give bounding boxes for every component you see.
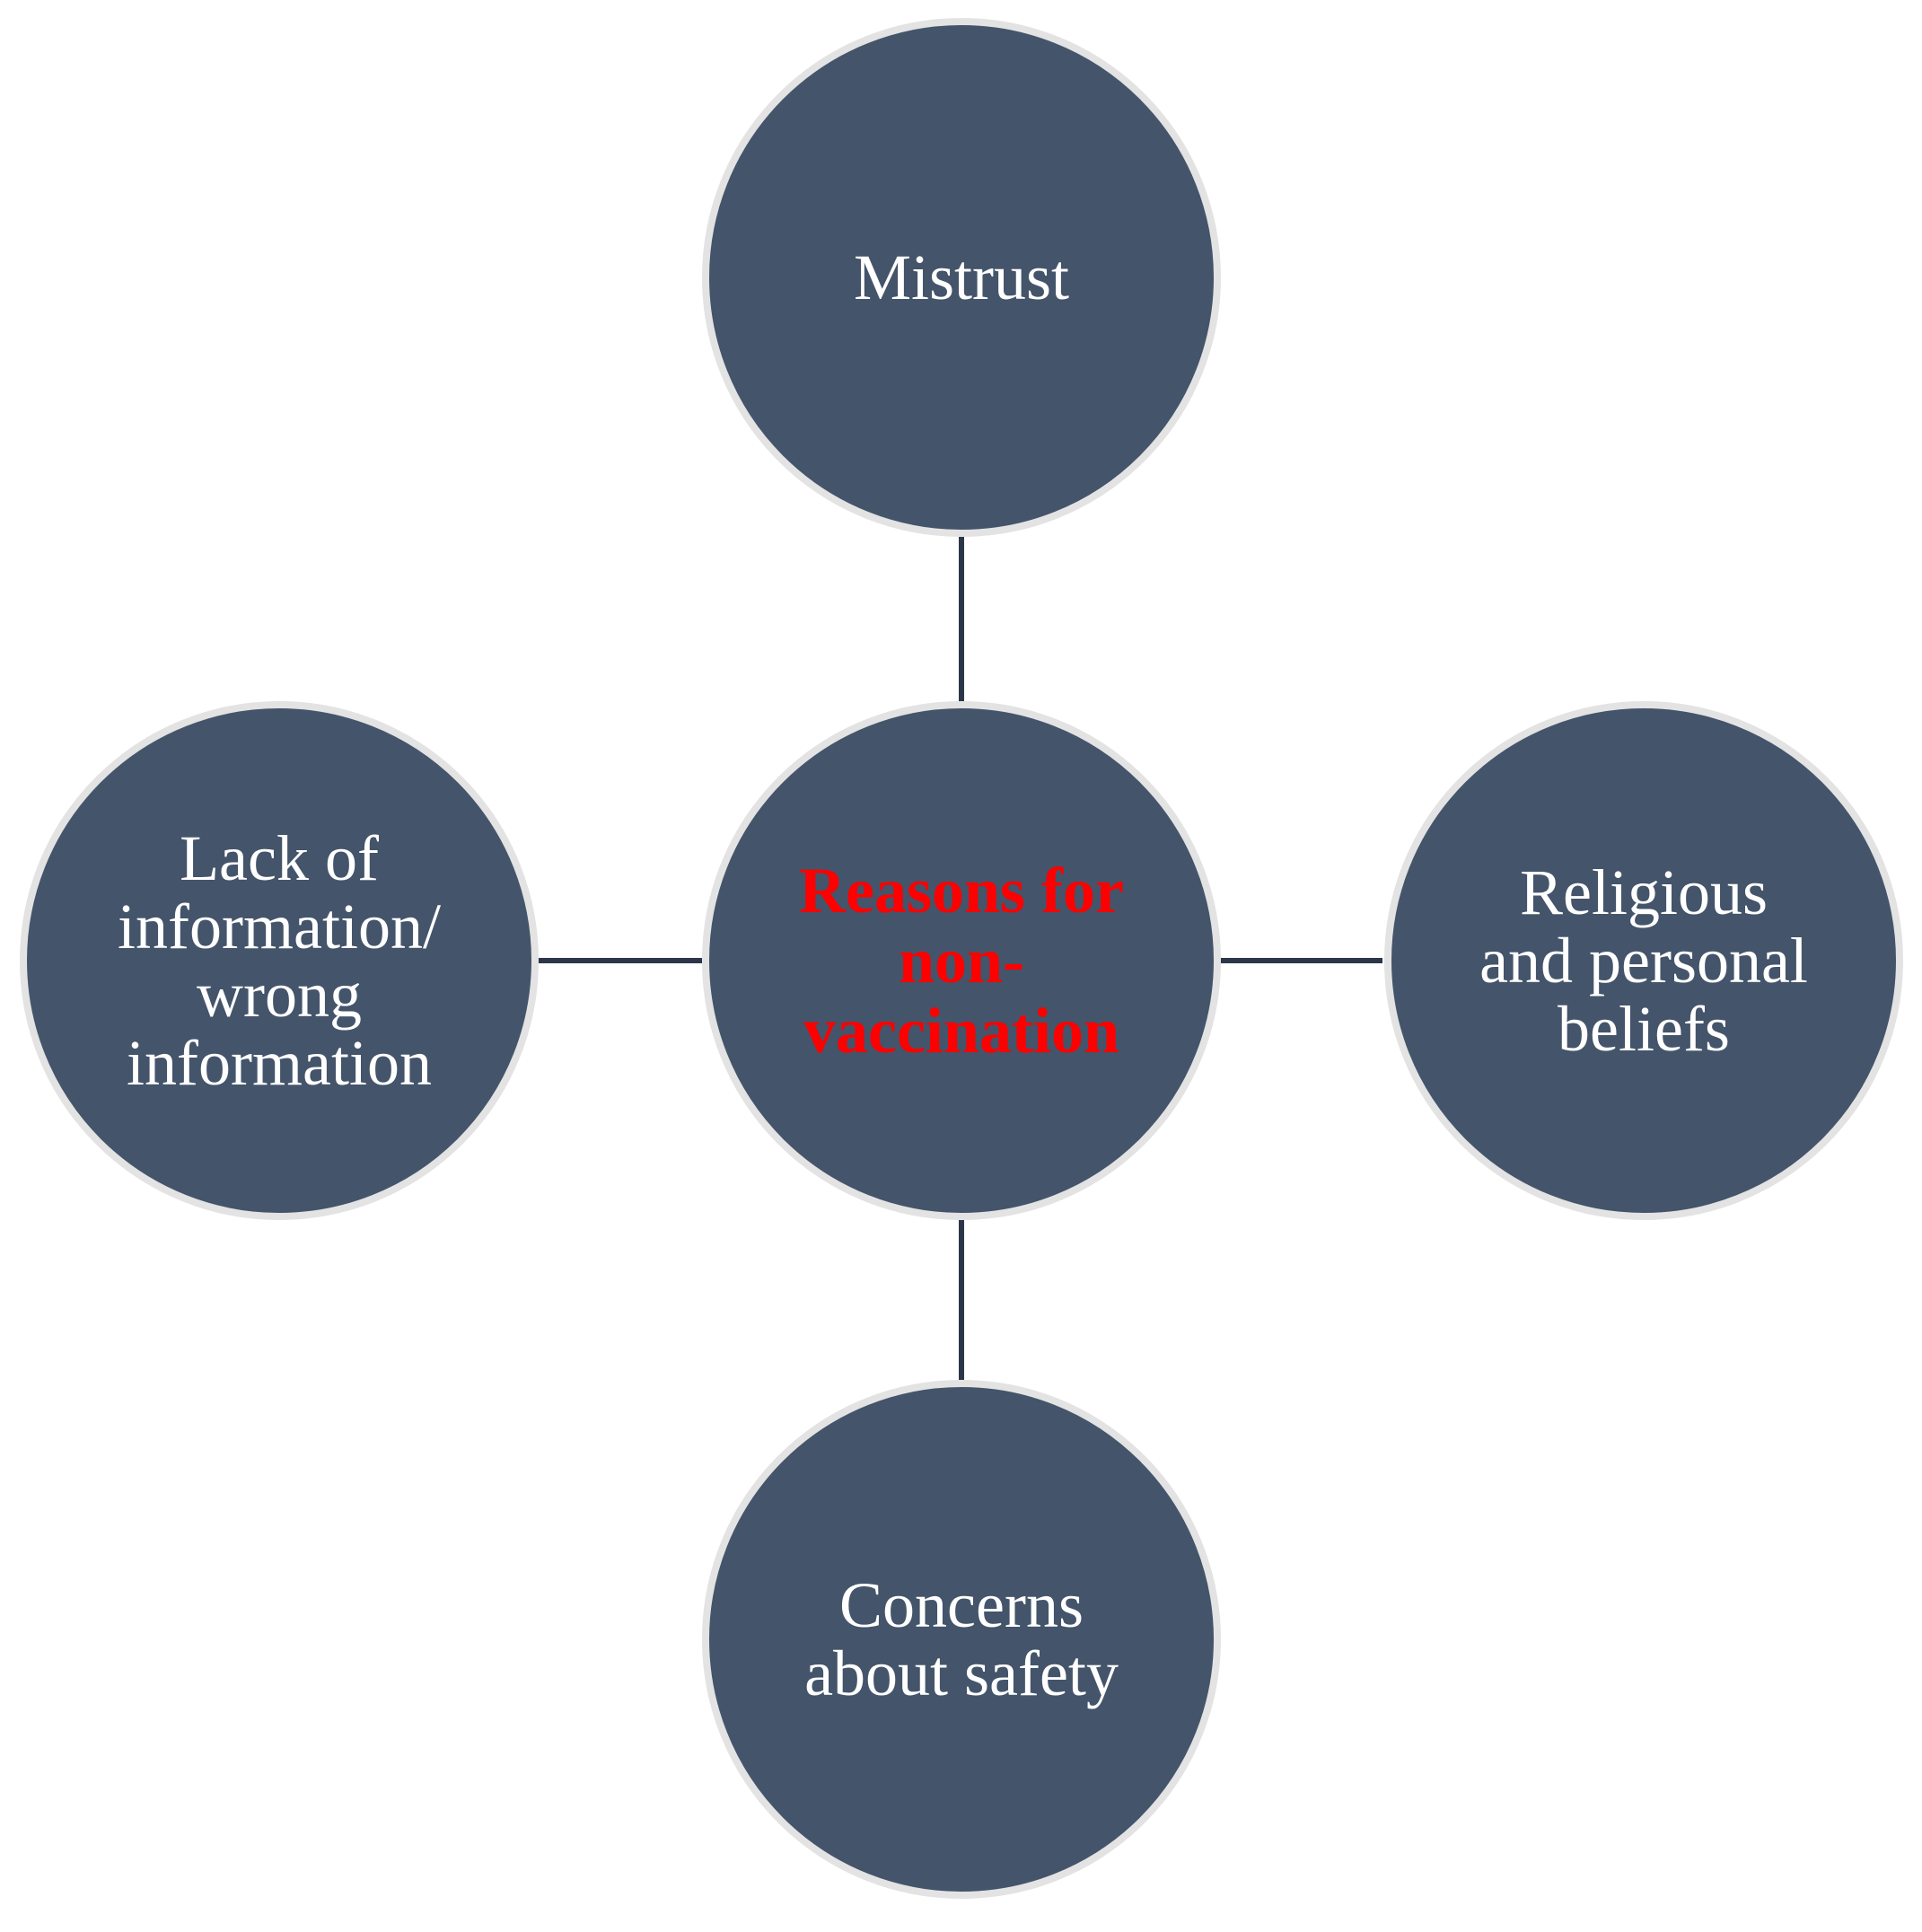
node-bottom-label: Concerns about safety (804, 1569, 1119, 1709)
node-right-label: Religious and personal beliefs (1479, 856, 1808, 1065)
node-center-reasons: Reasons for non- vaccination (702, 701, 1221, 1220)
node-top-label: Mistrust (853, 242, 1070, 313)
node-bottom-safety-concerns: Concerns about safety (702, 1380, 1221, 1899)
node-top-mistrust: Mistrust (702, 18, 1221, 537)
node-right-religious-beliefs: Religious and personal beliefs (1384, 701, 1903, 1220)
node-left-lack-of-information: Lack of information/ wrong information (20, 701, 539, 1220)
node-left-label: Lack of information/ wrong information (118, 822, 441, 1099)
center-label: Reasons for non- vaccination (799, 855, 1124, 1067)
